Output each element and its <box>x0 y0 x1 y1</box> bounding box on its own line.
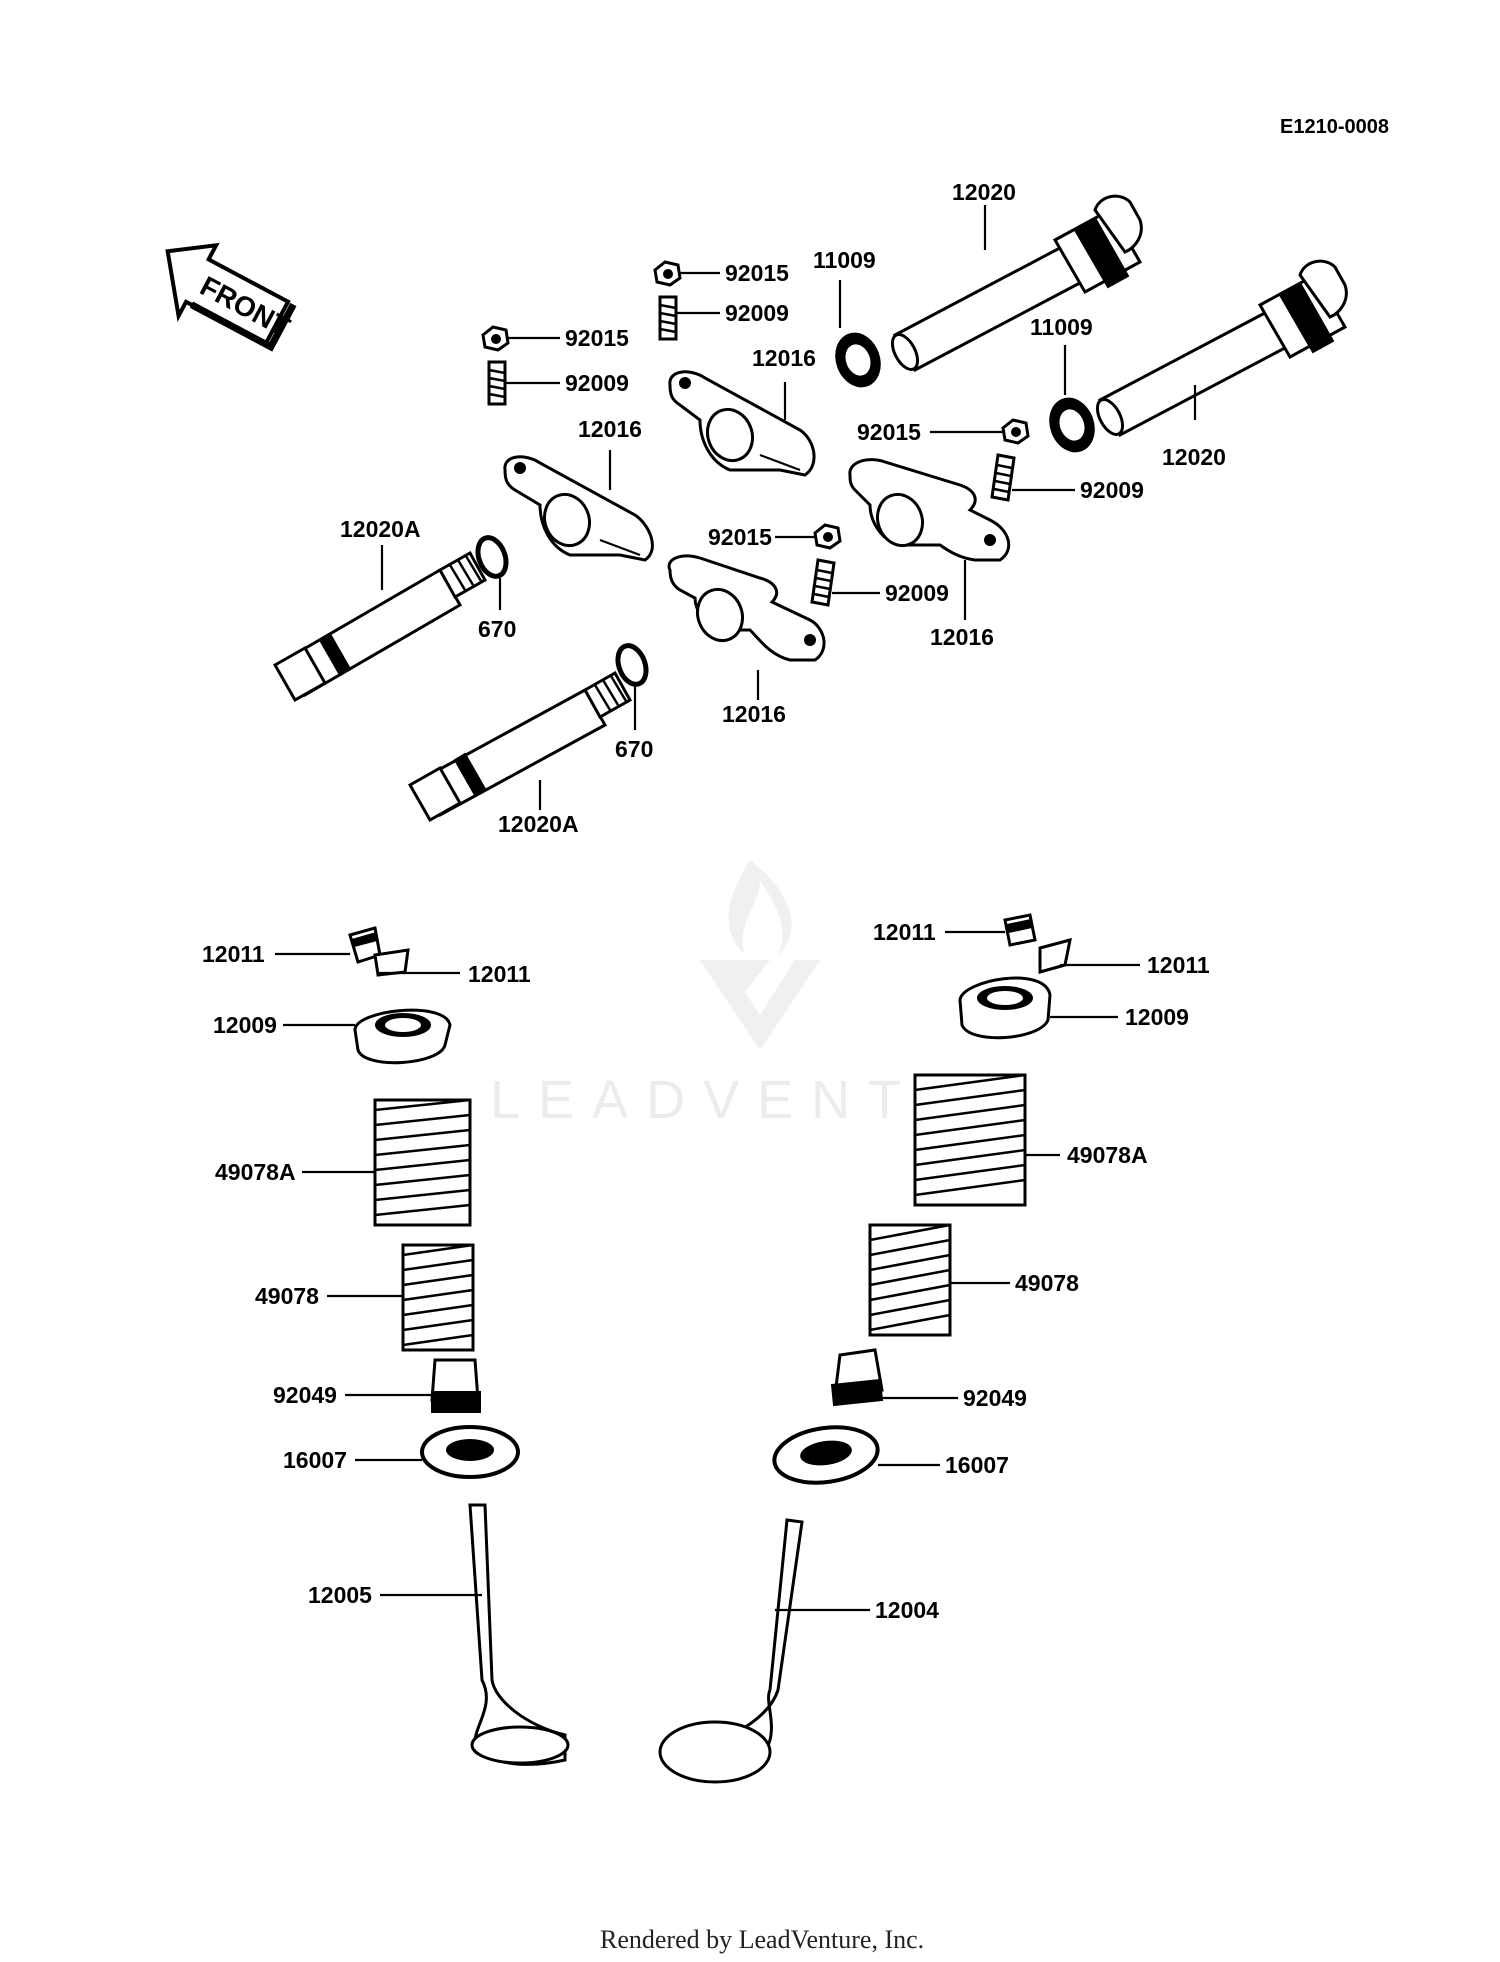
rocker-arm-center <box>667 554 826 662</box>
callout-92049-right: 92049 <box>963 1385 1027 1411</box>
washer-right <box>1049 397 1095 453</box>
callout-16007-right: 16007 <box>945 1452 1009 1478</box>
screw-top <box>658 295 678 341</box>
valve-left <box>468 1503 570 1766</box>
spring-inner-right <box>868 1223 952 1337</box>
nut-left <box>481 325 510 352</box>
oring-upper <box>475 535 509 579</box>
callout-49078-left: 49078 <box>255 1283 319 1309</box>
spring-seat-left <box>420 1425 520 1479</box>
spring-inner-left <box>401 1243 475 1352</box>
rocker-shaft-upper-left <box>272 550 488 703</box>
callout-92009-mid-right: 92009 <box>1080 477 1144 503</box>
leader-lines <box>275 205 1197 1612</box>
washer-top <box>835 332 881 388</box>
callout-labels: 12020 11009 11009 12020 92015 92009 9201… <box>202 179 1226 1623</box>
callout-12011-left-2: 12011 <box>468 961 531 987</box>
retainer-right <box>958 976 1052 1040</box>
spring-outer-right <box>913 1073 1027 1207</box>
callout-92009-left: 92009 <box>565 370 629 396</box>
rocker-arm-left <box>503 455 654 562</box>
footer-credit: Rendered by LeadVenture, Inc. <box>600 1925 924 1954</box>
rocker-arm-right <box>848 458 1011 562</box>
callout-11009-right: 11009 <box>1030 314 1093 340</box>
callout-12004-right: 12004 <box>875 1597 939 1623</box>
callout-12009-right: 12009 <box>1125 1004 1189 1030</box>
watermark-logo <box>700 860 820 1050</box>
callout-12020-top: 12020 <box>952 179 1016 205</box>
keeper-right-2 <box>1038 937 1072 974</box>
callout-12016-top: 12016 <box>752 345 816 371</box>
callout-49078A-right: 49078A <box>1067 1142 1148 1168</box>
front-arrow-icon: FRONT <box>165 242 297 352</box>
keeper-right-1 <box>1003 913 1037 947</box>
screw-left <box>487 360 507 406</box>
callout-92015-left: 92015 <box>565 325 629 351</box>
callout-670-upper: 670 <box>478 616 516 642</box>
callout-12011-right-2: 12011 <box>1147 952 1210 978</box>
callout-12016-center: 12016 <box>722 701 786 727</box>
callout-92015-center: 92015 <box>708 524 772 550</box>
callout-12020A-upper: 12020A <box>340 516 421 542</box>
rocker-shaft-top <box>890 194 1143 373</box>
spring-seat-right <box>772 1425 880 1485</box>
callout-12011-right-1: 12011 <box>873 919 936 945</box>
keeper-left-2 <box>373 948 410 977</box>
valve-seal-right <box>830 1348 884 1407</box>
callout-11009-top: 11009 <box>813 247 876 273</box>
callout-670-lower: 670 <box>615 736 653 762</box>
callout-12009-left: 12009 <box>213 1012 277 1038</box>
valve-right <box>658 1518 804 1784</box>
nut-center <box>813 523 842 550</box>
callout-12005-left: 12005 <box>308 1582 372 1608</box>
callout-92049-left: 92049 <box>273 1382 337 1408</box>
diagram-ref-code: E1210-0008 <box>1280 116 1389 138</box>
retainer-left <box>353 1008 452 1065</box>
rocker-shaft-right <box>1095 259 1348 438</box>
callout-92015-top: 92015 <box>725 260 789 286</box>
screw-center <box>810 558 836 607</box>
callout-12011-left-1: 12011 <box>202 941 265 967</box>
spring-outer-left <box>373 1098 472 1227</box>
watermark-text: LEADVENTU <box>490 1070 976 1130</box>
callout-92009-center: 92009 <box>885 580 949 606</box>
nut-mid-right <box>1001 418 1030 445</box>
callout-12020-right: 12020 <box>1162 444 1226 470</box>
callout-92015-mid-right: 92015 <box>857 419 921 445</box>
callout-92009-top: 92009 <box>725 300 789 326</box>
valve-seal-left <box>430 1358 481 1413</box>
callout-49078A-left: 49078A <box>215 1159 296 1185</box>
oring-lower <box>615 643 649 687</box>
callout-49078-right: 49078 <box>1015 1270 1079 1296</box>
callout-12020A-lower: 12020A <box>498 811 579 837</box>
rocker-arm-top <box>668 370 816 477</box>
screw-mid-right <box>990 453 1016 502</box>
callout-16007-left: 16007 <box>283 1447 347 1473</box>
callout-12016-right: 12016 <box>930 624 994 650</box>
nut-top <box>653 260 682 287</box>
callout-12016-left: 12016 <box>578 416 642 442</box>
rocker-shaft-lower-left <box>407 670 633 823</box>
